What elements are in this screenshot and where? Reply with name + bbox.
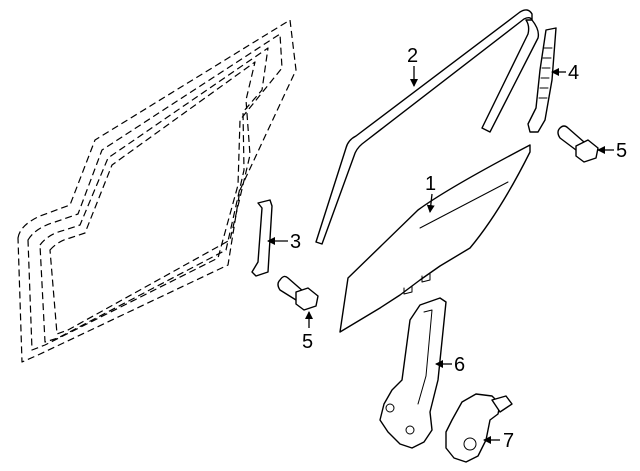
bolt-upper bbox=[557, 125, 599, 163]
callout-label-1: 1 bbox=[425, 173, 436, 195]
glass-run-channel bbox=[315, 9, 540, 245]
door-glass bbox=[339, 144, 531, 333]
bolt-lower bbox=[277, 275, 319, 311]
callout-label-5-left: 5 bbox=[302, 331, 313, 353]
callout-label-7: 7 bbox=[503, 430, 514, 452]
callout-label-4: 4 bbox=[568, 62, 579, 84]
regulator-motor bbox=[445, 393, 513, 463]
front-channel bbox=[251, 199, 273, 277]
callout-label-3: 3 bbox=[290, 231, 301, 253]
callout-label-5-right: 5 bbox=[616, 140, 627, 162]
callout-label-2: 2 bbox=[407, 45, 418, 67]
window-regulator bbox=[379, 297, 447, 449]
door-shell-outline bbox=[17, 19, 297, 363]
rear-channel bbox=[527, 27, 557, 133]
callout-label-6: 6 bbox=[454, 354, 465, 376]
callout-1-leader bbox=[426, 193, 435, 213]
